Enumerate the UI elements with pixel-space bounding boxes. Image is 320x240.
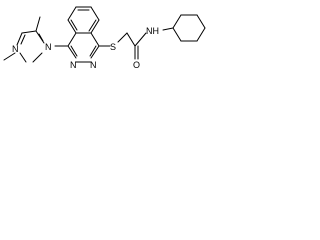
bond: [67, 6, 77, 21]
bond: [172, 14, 182, 29]
double-bond-inner: [70, 45, 78, 57]
bond: [196, 27, 206, 42]
pyrazole-ring: [3, 16, 69, 63]
methyl-bond: [35, 16, 41, 32]
bond: [196, 14, 206, 29]
bond: [134, 32, 147, 47]
methyl-bond: [3, 52, 16, 61]
atom-label-pyrazole-n2: N: [12, 44, 19, 54]
diazine-ring: [67, 32, 100, 63]
double-bond-inner: [20, 34, 26, 45]
atom-label-oxygen: O: [133, 60, 140, 70]
bond: [21, 30, 37, 34]
bond: [90, 32, 100, 47]
bond: [117, 32, 128, 43]
benzo-ring: [67, 6, 100, 34]
bond: [90, 45, 100, 59]
bond: [90, 19, 100, 34]
atom-label-pyrazole-n1: N: [45, 42, 52, 52]
bond: [16, 32, 23, 46]
bond: [19, 52, 27, 63]
chemical-structure-drawing: N N N N S O NH: [3, 6, 206, 70]
bond: [172, 27, 182, 42]
double-bond-inner: [70, 19, 78, 31]
bond: [162, 27, 174, 31]
cyclohexyl-ring: [172, 14, 206, 42]
bond: [67, 32, 77, 47]
double-bond-inner: [89, 45, 97, 57]
bond: [90, 6, 100, 21]
bond: [67, 45, 77, 59]
bond: [32, 52, 43, 63]
atom-label-sulfur: S: [110, 42, 116, 52]
side-chain: [98, 27, 174, 60]
double-bond-inner: [88, 19, 97, 32]
atom-label-amide-nh: NH: [146, 26, 159, 36]
double-bond-inner: [38, 33, 44, 42]
atom-label-phthalazine-n3: N: [70, 60, 77, 70]
bond: [67, 19, 77, 34]
bond: [126, 32, 136, 47]
atom-label-phthalazine-n4: N: [90, 60, 97, 70]
